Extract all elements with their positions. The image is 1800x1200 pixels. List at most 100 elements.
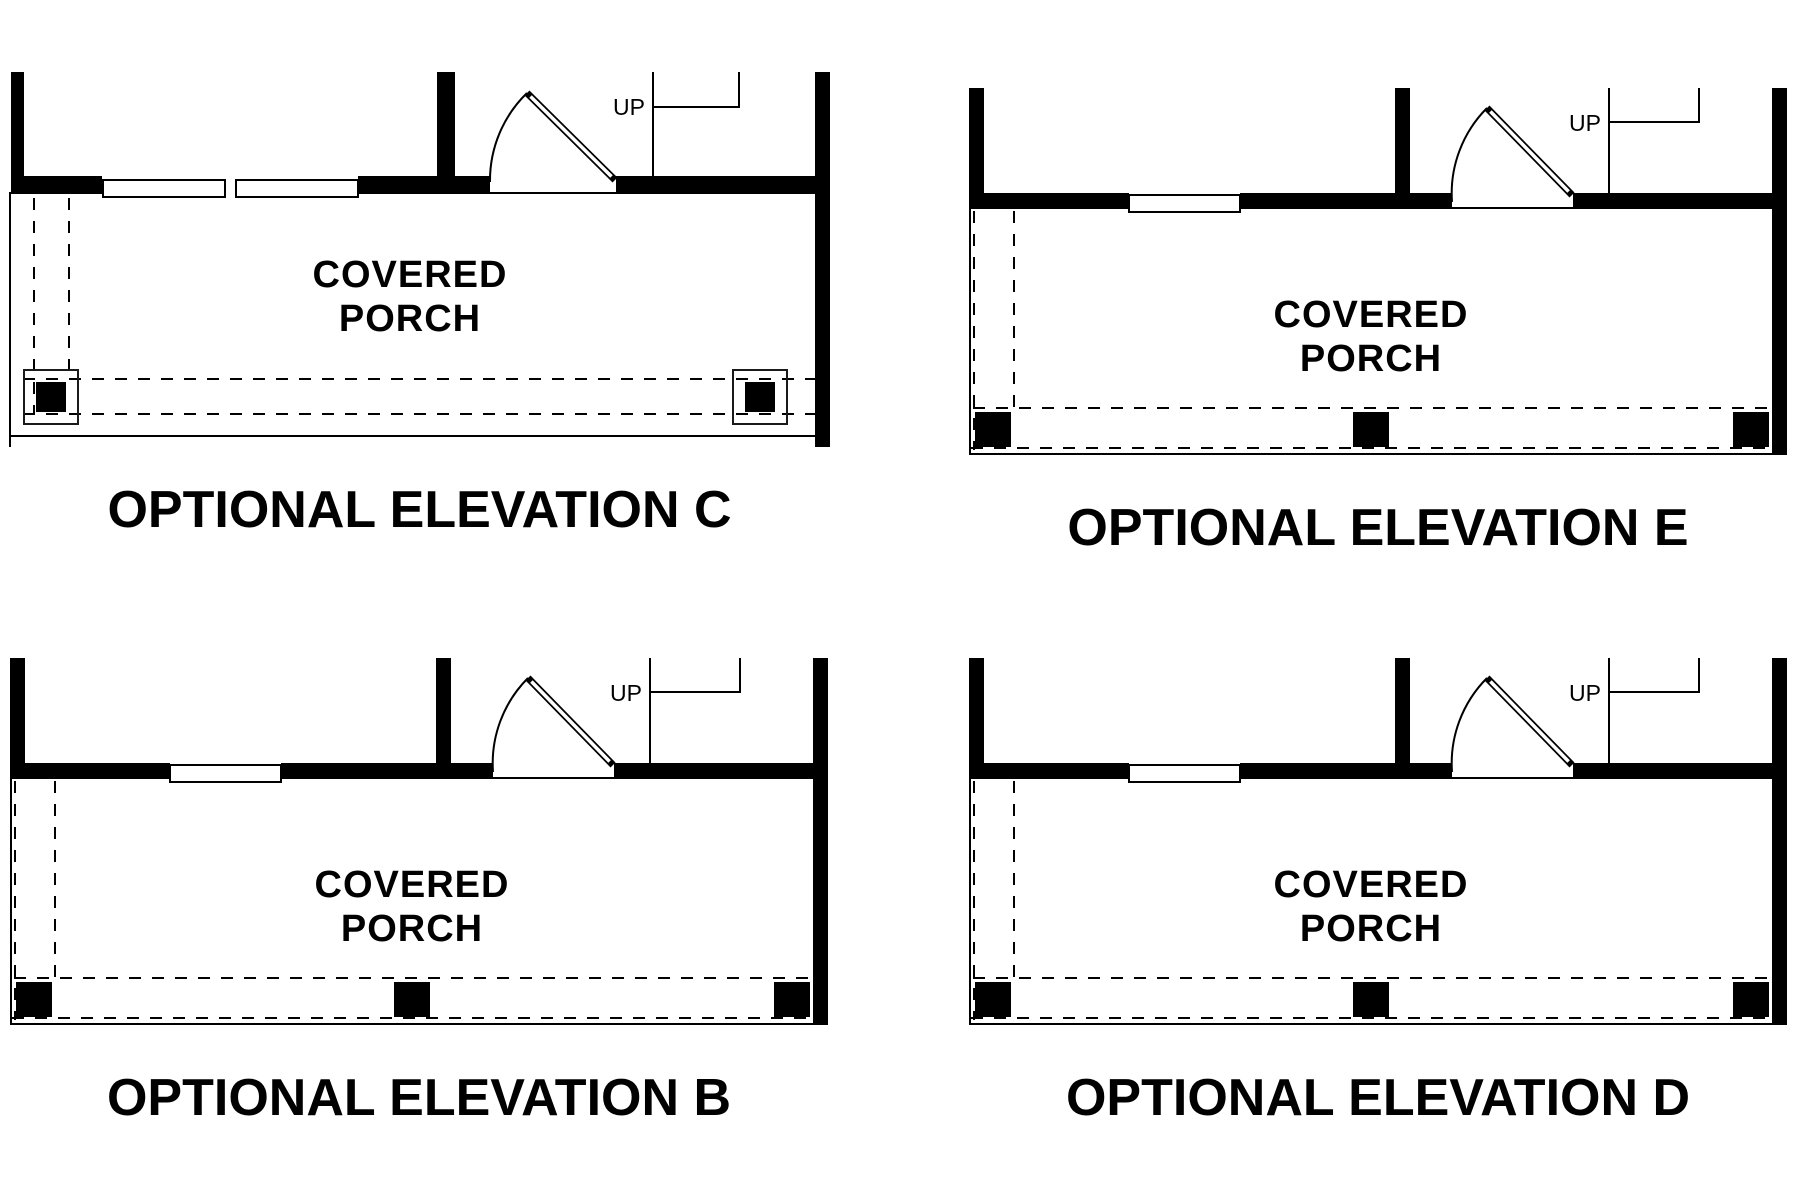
- support-post: [1353, 982, 1389, 1017]
- room-label-line1: COVERED: [314, 864, 510, 906]
- wall-right: [813, 658, 828, 1025]
- exterior-wall-segment: [969, 763, 1129, 779]
- door-leaf-inner-line: [1489, 680, 1570, 763]
- stair-break-line: [1698, 658, 1700, 693]
- support-post: [394, 982, 430, 1017]
- porch-edge-bottom: [9, 435, 815, 437]
- exterior-wall-segment: [358, 176, 490, 194]
- exterior-wall-segment: [281, 763, 493, 779]
- stair-rail-line: [1608, 691, 1700, 693]
- window: [1128, 764, 1241, 783]
- post-line-dash-left: [1013, 211, 1015, 409]
- support-post: [16, 982, 52, 1017]
- stair-up-label: UP: [610, 680, 642, 706]
- room-label-line1: COVERED: [312, 254, 508, 296]
- stair-up-label: UP: [1569, 110, 1601, 136]
- porch-edge-left: [9, 192, 11, 447]
- wall-stub-left: [969, 88, 984, 195]
- porch-edge-left: [10, 779, 12, 1025]
- roofline-dash-left: [14, 781, 16, 1020]
- wall-stub-middle: [1395, 88, 1410, 195]
- roofline-dash-bottom: [971, 1017, 1772, 1019]
- support-post: [1733, 412, 1769, 447]
- entry-door-swing: [1450, 675, 1575, 773]
- entry-door-swing: [491, 675, 616, 773]
- door-leaf-inner-line: [529, 95, 613, 178]
- porch-edge-bottom: [10, 1023, 815, 1025]
- exterior-wall-segment: [10, 763, 170, 779]
- wall-right: [1772, 658, 1787, 1025]
- window: [235, 179, 359, 198]
- door-threshold-line: [490, 192, 616, 194]
- wall-stub-middle: [436, 658, 451, 765]
- roofline-dash-bottom: [23, 413, 815, 415]
- roofline-dash-top: [14, 977, 813, 979]
- post-line-dash-left: [68, 198, 70, 379]
- room-label-line1: COVERED: [1273, 864, 1469, 906]
- exterior-wall-segment: [11, 176, 102, 194]
- roofline-dash-bottom: [971, 447, 1772, 449]
- stair-rail-line: [652, 72, 654, 192]
- support-post: [745, 382, 775, 412]
- exterior-wall-segment: [1240, 193, 1452, 209]
- door-threshold-line: [493, 777, 614, 779]
- stair-rail-line: [649, 658, 651, 779]
- stair-break-line: [1698, 88, 1700, 123]
- door-threshold-line: [1452, 777, 1573, 779]
- wall-stub-middle: [1395, 658, 1410, 765]
- stair-up-label: UP: [1569, 680, 1601, 706]
- porch-edge-left: [969, 209, 971, 455]
- roofline-dash-bottom: [12, 1017, 813, 1019]
- exterior-wall-segment: [1573, 763, 1787, 779]
- roofline-dash-left: [33, 198, 35, 415]
- door-swing-arc: [1450, 677, 1488, 773]
- support-post: [1733, 982, 1769, 1017]
- wall-stub-middle: [437, 72, 455, 178]
- roofline-dash-top: [973, 977, 1772, 979]
- room-label-line2: PORCH: [338, 298, 482, 340]
- wall-stub-left: [969, 658, 984, 765]
- stair-rail-line: [1608, 88, 1610, 209]
- post-footing-outline: [23, 369, 79, 425]
- stair-rail-line: [652, 106, 740, 108]
- room-label-line1: COVERED: [1273, 294, 1469, 336]
- door-leaf-inner-line: [530, 680, 611, 763]
- wall-right: [1772, 88, 1787, 455]
- door-threshold-line: [1452, 207, 1573, 209]
- wall-stub-left: [11, 72, 24, 178]
- porch-edge-left: [969, 779, 971, 1025]
- support-post: [774, 982, 810, 1017]
- stair-rail-line: [649, 691, 741, 693]
- exterior-wall-segment: [616, 176, 830, 194]
- wall-stub-left: [10, 658, 25, 765]
- door-swing-arc: [1450, 107, 1488, 203]
- post-footing-outline: [732, 369, 788, 425]
- exterior-wall-segment: [1240, 763, 1452, 779]
- door-swing-arc: [491, 677, 529, 773]
- window: [102, 179, 226, 198]
- stair-rail-line: [1608, 658, 1610, 779]
- elevation-title: OPTIONAL ELEVATION B: [106, 1069, 732, 1127]
- support-post: [36, 382, 66, 412]
- post-line-dash-left: [54, 781, 56, 979]
- room-label-line2: PORCH: [1299, 908, 1443, 950]
- post-line-dash-left: [1013, 781, 1015, 979]
- entry-door-swing: [488, 90, 618, 183]
- elevation-title: OPTIONAL ELEVATION C: [107, 481, 732, 539]
- support-post: [975, 982, 1011, 1017]
- exterior-wall-segment: [614, 763, 828, 779]
- stair-break-line: [738, 72, 740, 108]
- room-label-line2: PORCH: [1299, 338, 1443, 380]
- exterior-wall-segment: [1573, 193, 1787, 209]
- porch-edge-bottom: [969, 1023, 1774, 1025]
- door-swing-arc: [488, 92, 528, 183]
- stair-rail-line: [1608, 121, 1700, 123]
